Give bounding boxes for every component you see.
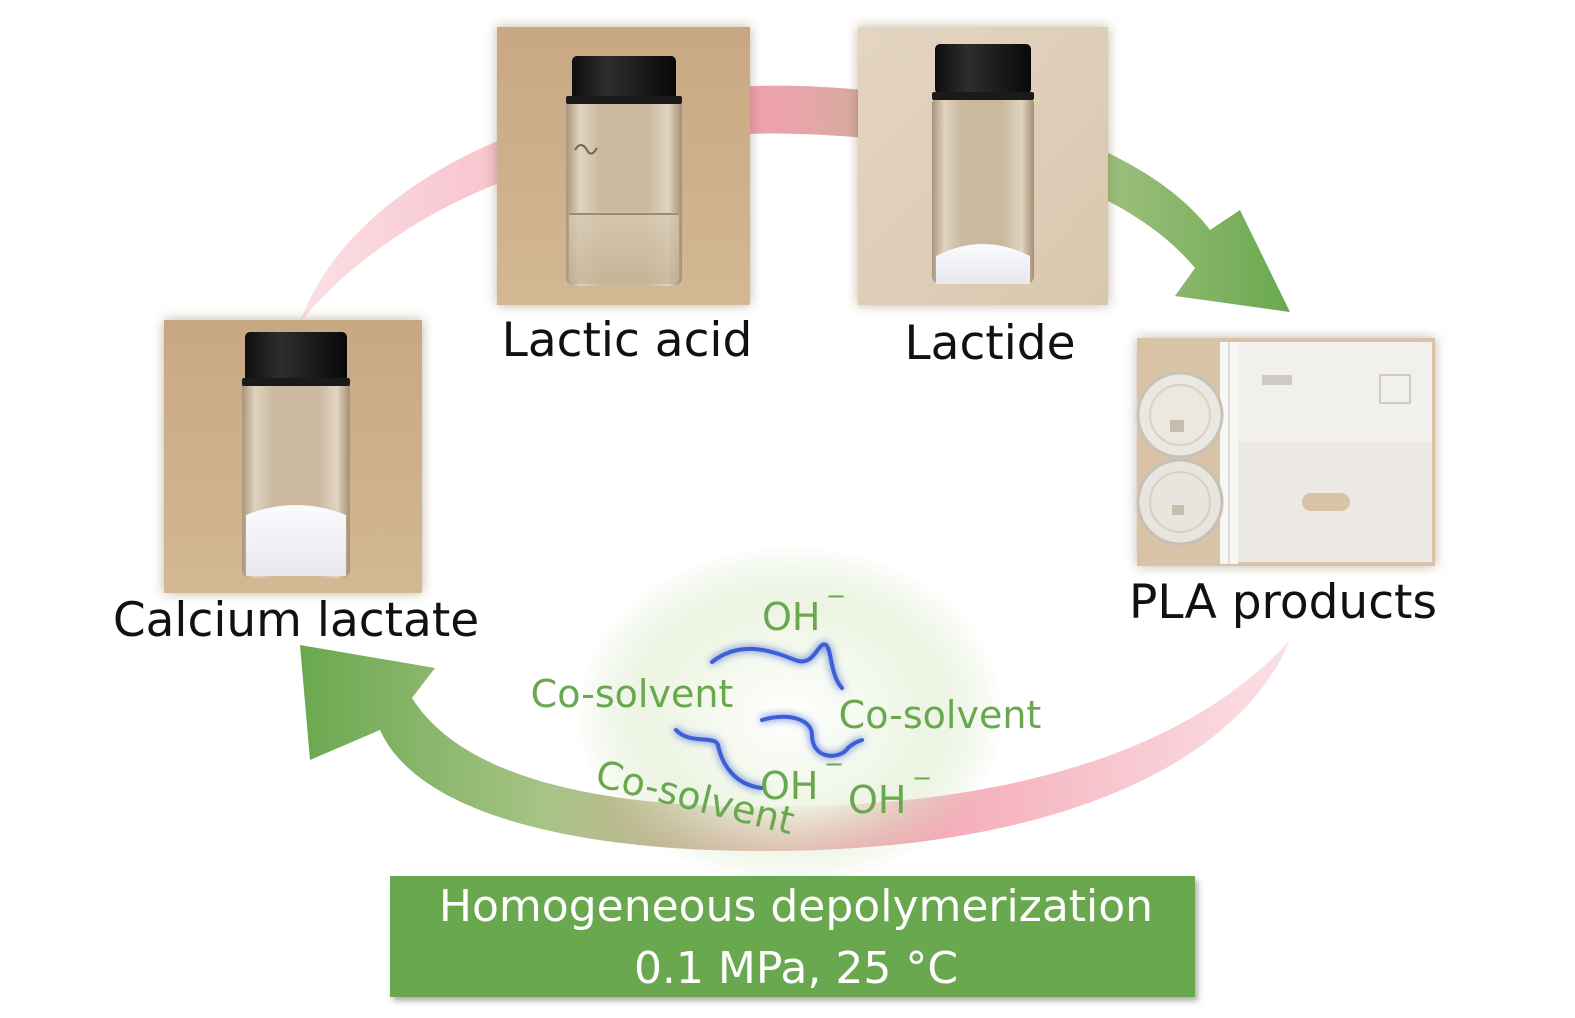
conditions-banner: Homogeneous depolymerization 0.1 MPa, 25… — [390, 876, 1195, 997]
hydroxide-label: OH — [848, 778, 906, 822]
polymer-chain — [760, 714, 864, 758]
hydroxide-charge: − — [912, 764, 932, 792]
hydroxide-label: OH — [760, 764, 818, 808]
lactic-acid-photo — [497, 27, 750, 305]
polymer-chain — [710, 642, 844, 690]
lactic-acid-label: Lactic acid — [502, 313, 753, 368]
hydroxide-charge: − — [824, 750, 844, 778]
pla-products-photo — [1136, 338, 1435, 566]
lactide-photo — [858, 27, 1108, 305]
polymer-chains — [674, 642, 864, 790]
pla-products-label: PLA products — [1129, 575, 1437, 630]
hydroxide-ion: OH − — [760, 750, 844, 808]
hydroxide-ion: OH − — [762, 582, 846, 639]
hydroxide-ion: OH − — [848, 764, 932, 822]
polymer-chain — [674, 728, 764, 790]
hydroxide-charge: − — [826, 582, 846, 610]
lower-cycle-arrow — [300, 640, 1290, 852]
lactide-label: Lactide — [904, 316, 1075, 371]
process-title: Homogeneous depolymerization — [439, 881, 1153, 932]
conditions-banner-background — [390, 876, 1195, 997]
cosolvent-label: Co-solvent — [839, 693, 1042, 737]
reaction-glow — [575, 545, 1005, 885]
cosolvent-label: Co-solvent — [531, 672, 734, 716]
upper-cycle-arrow — [300, 85, 1290, 322]
hydroxide-label: OH — [762, 595, 820, 639]
calcium-lactate-photo — [164, 320, 422, 593]
process-conditions: 0.1 MPa, 25 °C — [634, 943, 958, 994]
calcium-lactate-label: Calcium lactate — [113, 593, 479, 648]
